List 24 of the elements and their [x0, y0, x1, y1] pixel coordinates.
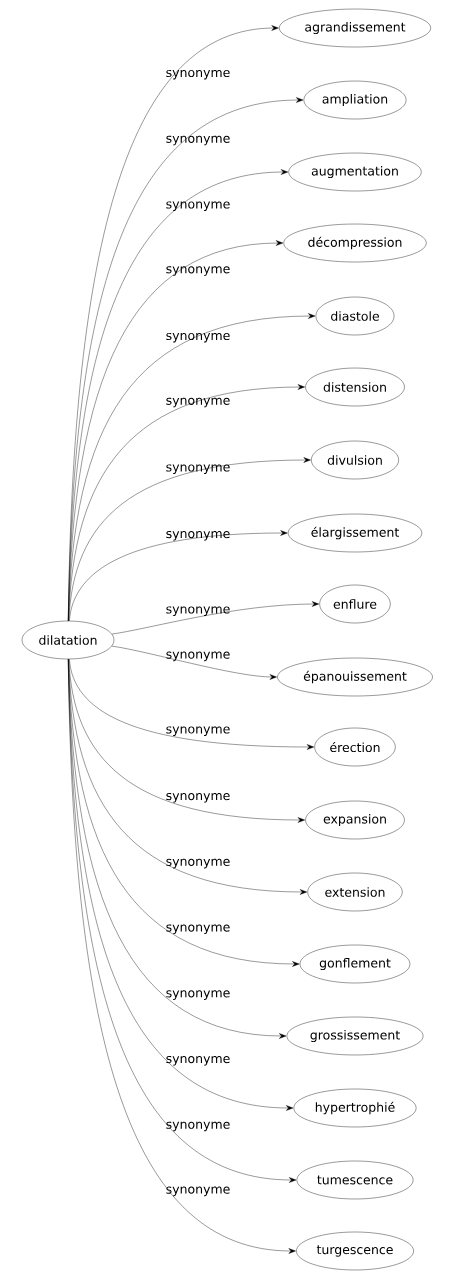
edge-label: synonyme: [166, 606, 230, 616]
edge-label: synonyme: [166, 1056, 230, 1066]
edge-label: synonyme: [166, 266, 230, 276]
edge-label: synonyme: [166, 135, 230, 146]
edge-label: synonyme: [166, 332, 230, 343]
edge-label: synonyme: [166, 531, 230, 541]
edge-label: synonyme: [166, 990, 230, 1000]
edge-label: synonyme: [166, 651, 230, 662]
arrow: [68, 659, 305, 823]
edge-label: synonyme: [166, 1121, 230, 1132]
edge-label: synonyme: [166, 793, 230, 803]
arrow: [69, 659, 315, 750]
edge-label: synonyme: [166, 726, 230, 736]
arrow: [111, 601, 320, 635]
arrow: [111, 645, 277, 680]
edge-label: synonyme: [166, 464, 230, 474]
arrow: [69, 530, 288, 622]
edge-label: synonyme: [166, 858, 230, 869]
edge-label: synonyme: [166, 1186, 230, 1197]
edge-label: synonyme: [166, 69, 230, 80]
edge-label: synonyme: [166, 397, 230, 408]
edge-label: synonyme: [166, 201, 230, 211]
edge-label: synonyme: [166, 924, 230, 935]
arrow: [68, 457, 311, 621]
